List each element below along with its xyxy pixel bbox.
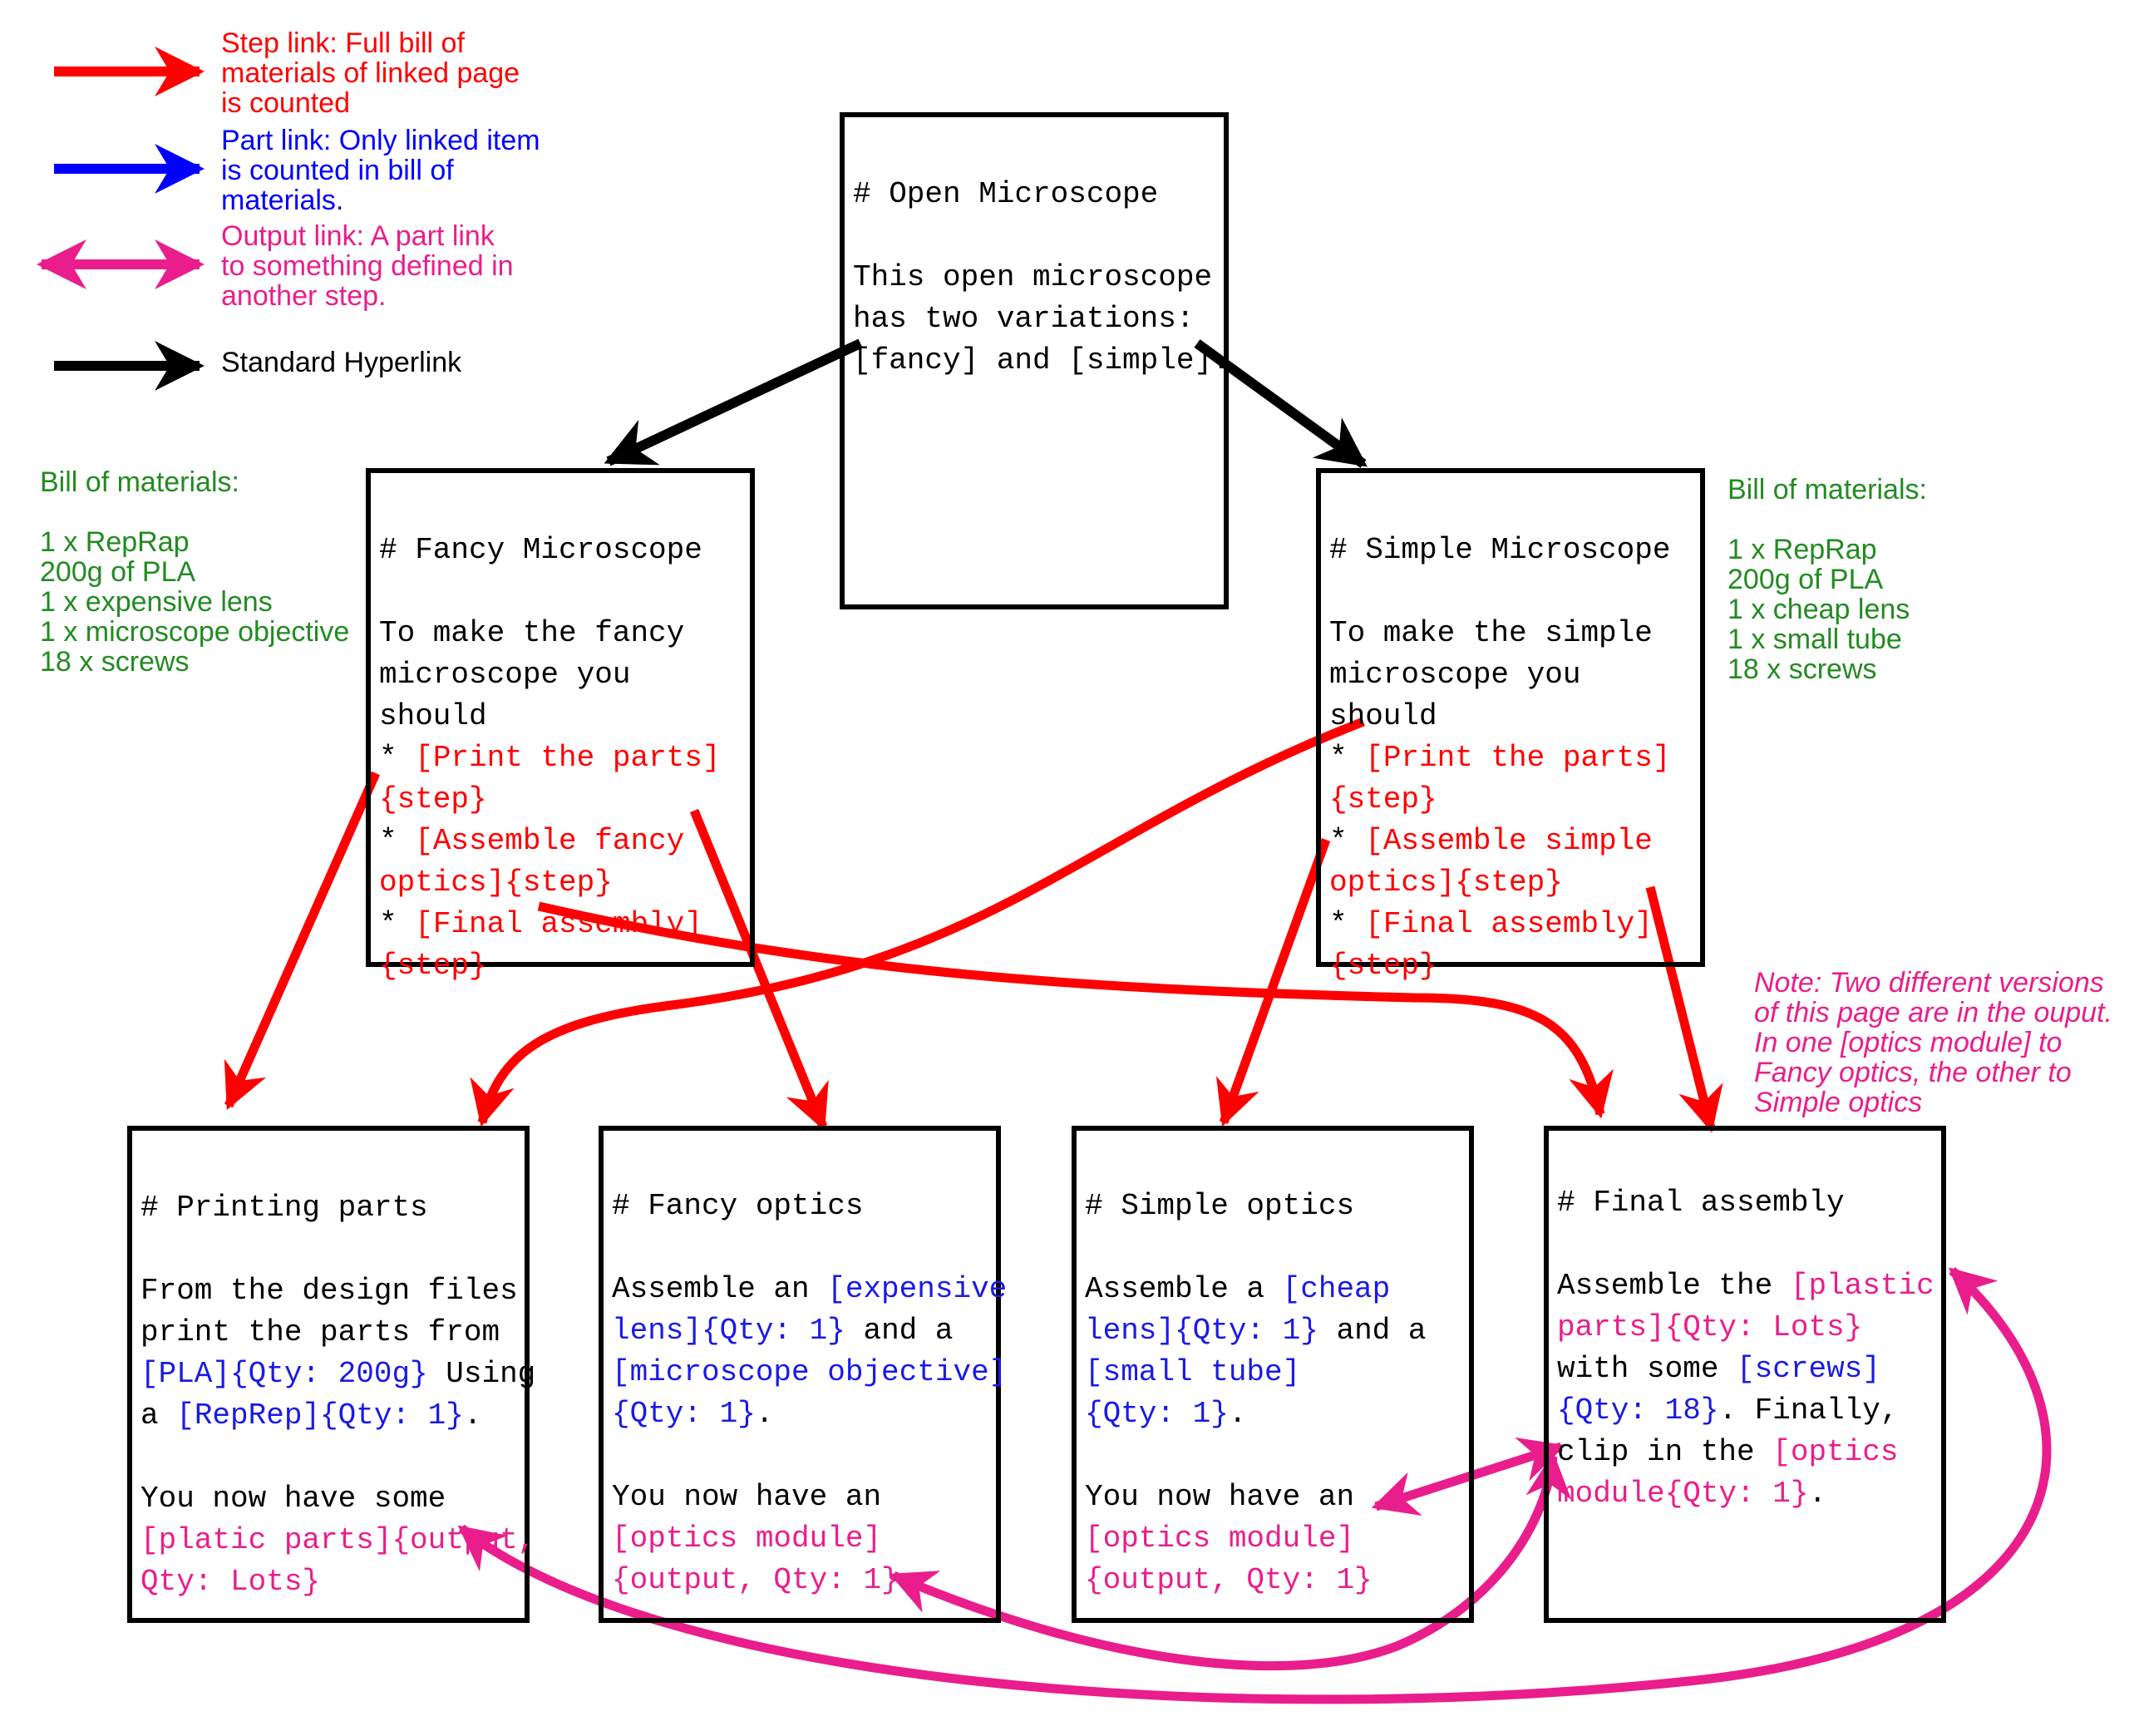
legend-output-text: Output link: A part link to something de… (221, 220, 514, 312)
step-simple-final-arrow (1645, 885, 1723, 1133)
output-optics-module[interactable]: [optics module] (1085, 1521, 1355, 1556)
page-title: # Fancy optics (612, 1189, 864, 1223)
output-link-plastic-parts[interactable]: [plastic (1790, 1269, 1934, 1303)
page-title: # Final assembly (1557, 1186, 1845, 1220)
step-simple-print-arrow (470, 717, 1365, 1127)
bom-simple: Bill of materials: 1 x RepRap 200g of PL… (1727, 474, 1927, 685)
part-link-reprap[interactable]: [RepRep]{Qty: 1} (176, 1398, 464, 1433)
output-plastic-parts-arrow (457, 1266, 2052, 1704)
step-link-print[interactable]: [Print the parts] (415, 741, 721, 775)
part-link-screws[interactable]: [screws] (1737, 1352, 1880, 1386)
legend-step-text: Step link: Full bill of materials of lin… (221, 27, 520, 119)
hyperlink-fancy-arrow (604, 338, 863, 466)
step-link-print[interactable]: [Print the parts] (1365, 741, 1671, 775)
step-fancy-optics-arrow (689, 808, 829, 1132)
step-simple-optics-arrow (1215, 838, 1331, 1127)
part-link-expensive-lens[interactable]: [expensive (827, 1272, 1008, 1306)
part-link-pla[interactable]: [PLA]{Qty: 200g} (140, 1357, 428, 1391)
step-link-fancy-optics[interactable]: [Assemble fancy (415, 824, 685, 858)
bom-fancy: Bill of materials: 1 x RepRap 200g of PL… (40, 466, 350, 678)
part-link-small-tube[interactable]: [small tube] (1085, 1355, 1301, 1389)
page-title: # Fancy Microscope (379, 533, 702, 567)
output-plastic-parts[interactable]: [platic parts]{output, (140, 1523, 536, 1557)
page-title: # Simple Microscope (1329, 533, 1671, 567)
output-optics-module[interactable]: [optics module] (612, 1521, 882, 1556)
step-link-final[interactable]: [Final assembly] (415, 907, 702, 941)
legend-part-text: Part link: Only linked item is counted i… (221, 125, 540, 216)
page-title: # Open Microscope (853, 177, 1159, 211)
page-title: # Printing parts (140, 1191, 428, 1225)
output-note: Note: Two different versions of this pag… (1754, 967, 2112, 1118)
legend-hyperlink-text: Standard Hyperlink (221, 347, 462, 378)
part-link-cheap-lens[interactable]: [cheap (1282, 1272, 1391, 1306)
variations-links[interactable]: [fancy] and [simple]. (853, 343, 1230, 377)
step-link-final[interactable]: [Final assembly] (1365, 907, 1653, 941)
output-link-optics-module[interactable]: [optics (1772, 1435, 1899, 1469)
part-link-microscope-objective[interactable]: [microscope objective] (612, 1355, 1008, 1389)
step-fancy-print-arrow (224, 771, 381, 1111)
step-link-simple-optics[interactable]: [Assemble simple (1365, 824, 1653, 858)
page-title: # Simple optics (1085, 1189, 1355, 1223)
